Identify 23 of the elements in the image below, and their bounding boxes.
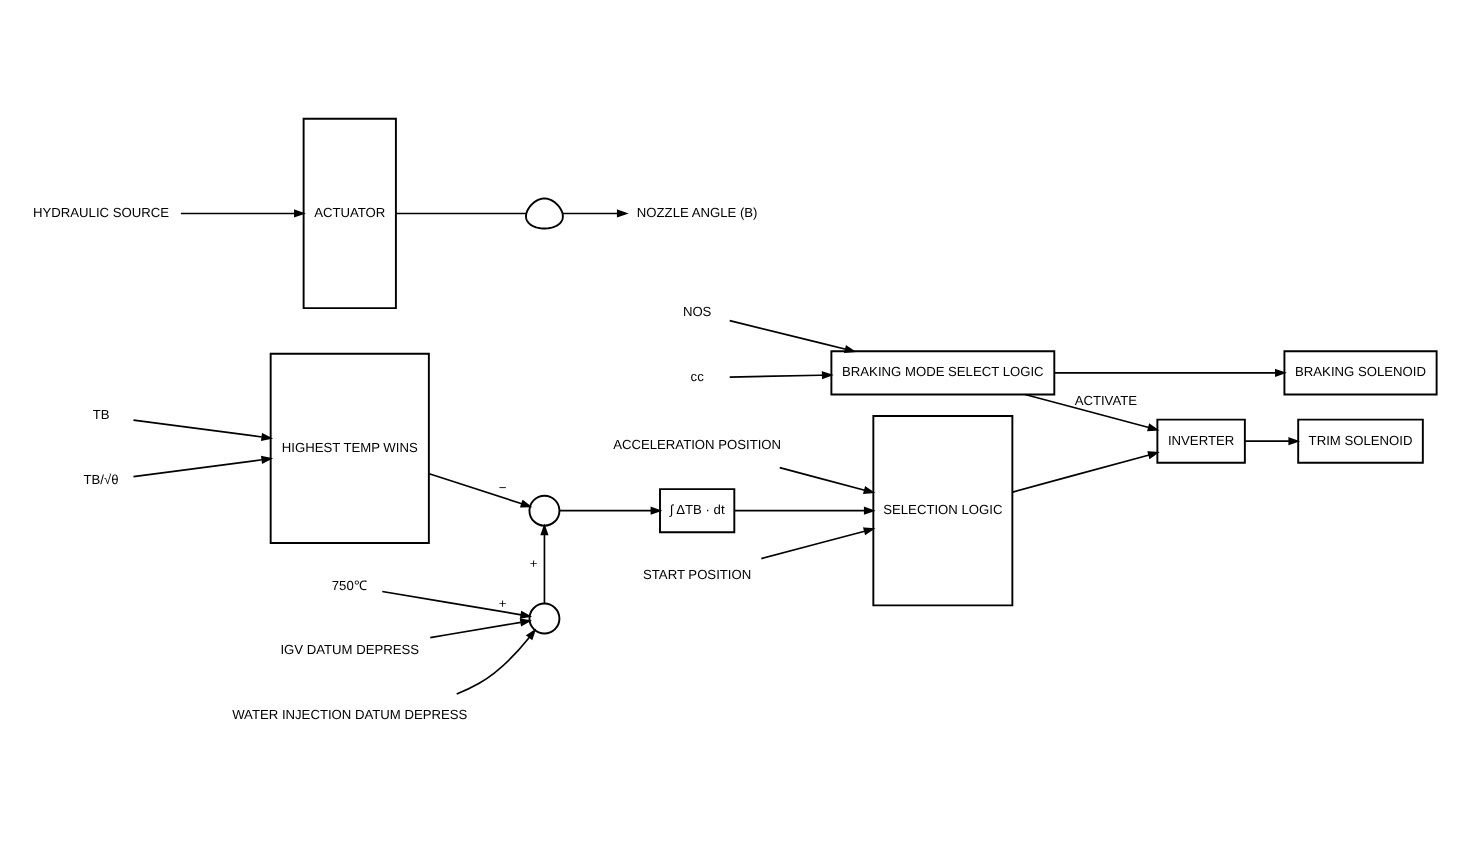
arrow [728, 370, 834, 379]
arrow [760, 526, 876, 559]
arrow [733, 505, 876, 514]
arrow [1024, 392, 1160, 431]
arrow [540, 522, 549, 604]
arrow [455, 627, 537, 694]
arrow [132, 454, 274, 477]
node-picture [525, 196, 564, 229]
arrow [562, 208, 629, 217]
arrow [180, 208, 306, 217]
arrow [132, 418, 274, 440]
arrow [381, 589, 533, 618]
arrow [428, 471, 533, 507]
arrow [558, 505, 663, 514]
arrow [728, 318, 857, 353]
node-circle [528, 493, 561, 526]
node-circle [528, 601, 561, 634]
arrow [1011, 450, 1160, 492]
arrow [429, 617, 532, 638]
connector [395, 211, 527, 214]
arrow [1244, 436, 1301, 445]
arrow [1053, 367, 1287, 376]
arrow [778, 465, 876, 494]
